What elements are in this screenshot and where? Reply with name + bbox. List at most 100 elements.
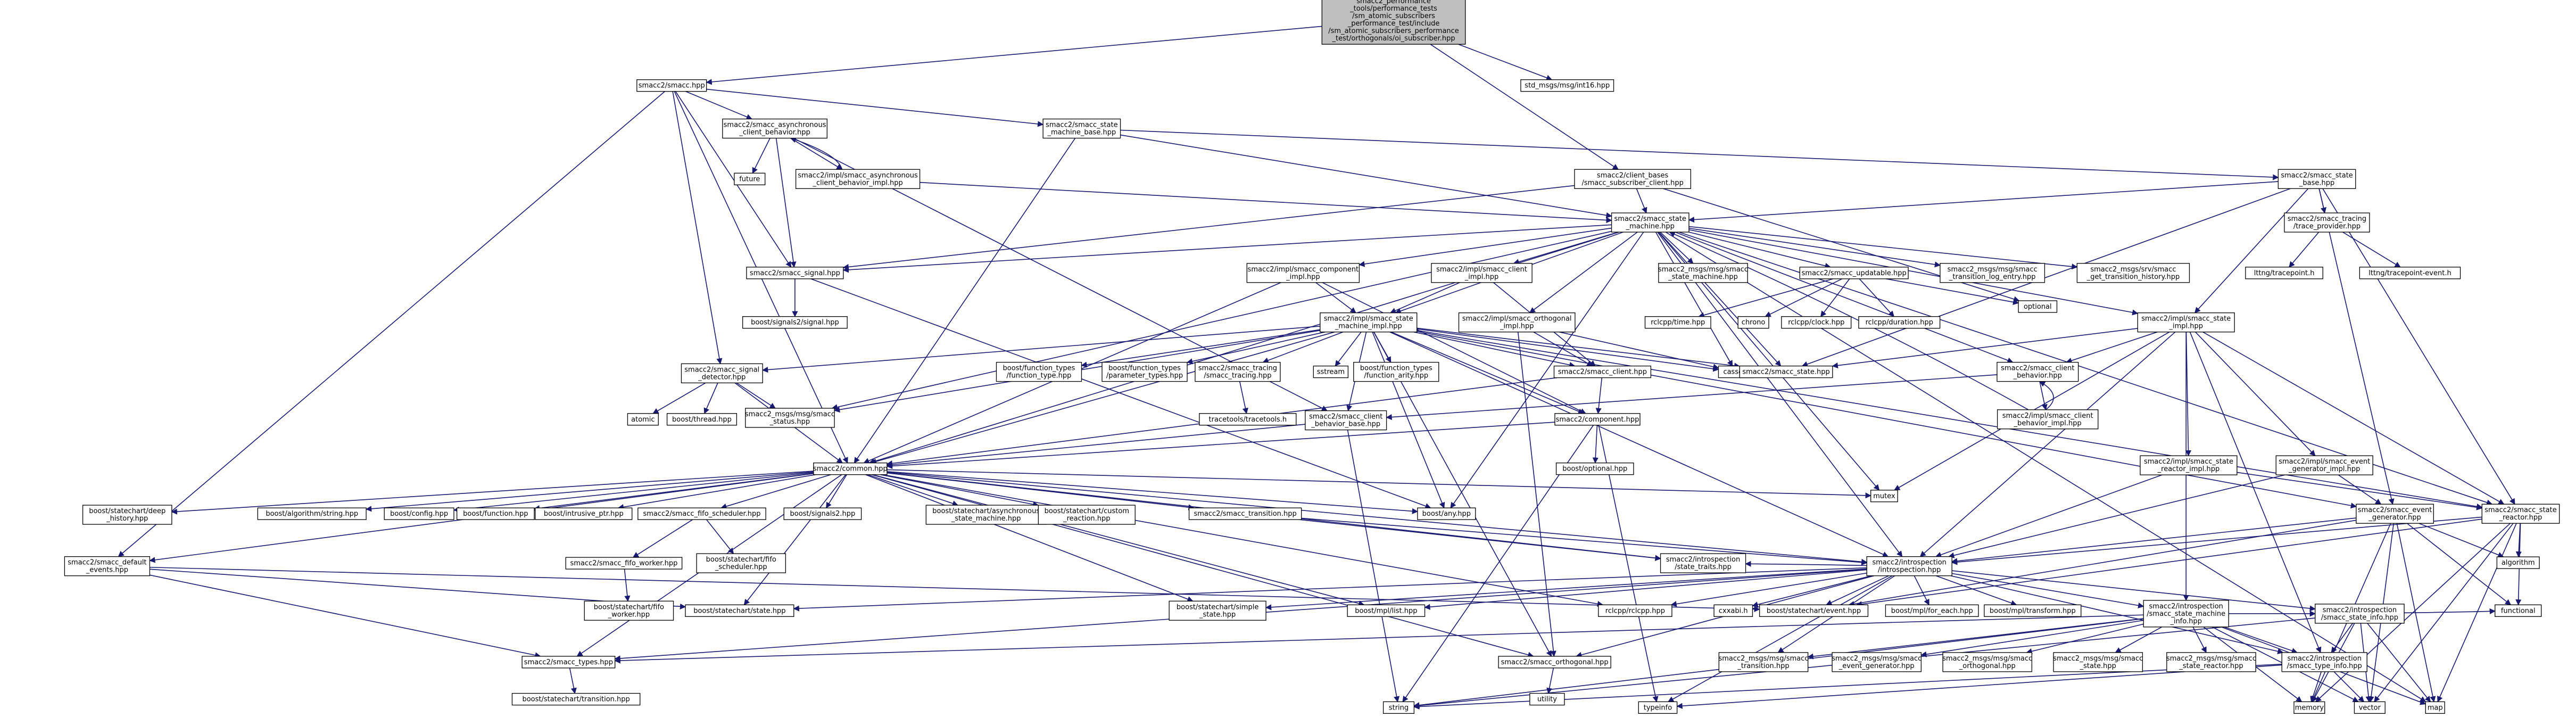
graph-node-cb-sub-client[interactable]: smacc2/client_bases/smacc_subscriber_cli…	[1574, 169, 1692, 189]
graph-node-default-events[interactable]: smacc2/smacc_default_events.hpp	[64, 556, 151, 576]
graph-node-ft-param[interactable]: boost/function_types/parameter_types.hpp	[1101, 361, 1188, 382]
graph-node-component-hpp[interactable]: smacc2/component.hpp	[1554, 413, 1641, 426]
graph-node-type-info[interactable]: smacc2/introspection/smacc_type_info.hpp	[2281, 652, 2367, 672]
graph-node-mpl-transform[interactable]: boost/mpl/transform.hpp	[1984, 604, 2082, 617]
graph-node-mutex[interactable]: mutex	[1870, 490, 1898, 502]
graph-node-signal-hpp[interactable]: smacc2/smacc_signal.hpp	[746, 267, 844, 279]
graph-node-tracing-provider[interactable]: smacc2/smacc_tracing/trace_provider.hpp	[2284, 212, 2370, 233]
graph-node-map[interactable]: map	[2425, 701, 2445, 714]
graph-node-fifo-worker[interactable]: smacc2/smacc_fifo_worker.hpp	[565, 557, 683, 570]
graph-node-state-base[interactable]: smacc2/smacc_state_base.hpp	[2277, 169, 2356, 189]
graph-node-rclcpp-time[interactable]: rclcpp/time.hpp	[1644, 316, 1711, 329]
node-box	[2359, 267, 2461, 279]
graph-node-smacc-hpp[interactable]: smacc2/smacc.hpp	[636, 79, 707, 92]
graph-node-client-behavior[interactable]: smacc2/smacc_client_behavior.hpp	[1997, 361, 2079, 382]
graph-node-rclcpp[interactable]: rclcpp/rclcpp.hpp	[1598, 604, 1672, 617]
node-label: functional	[2501, 607, 2536, 615]
graph-node-state-traits[interactable]: smacc2/introspection/state_traits.hpp	[1660, 553, 1746, 573]
graph-node-common-hpp[interactable]: smacc2/common.hpp	[813, 463, 888, 475]
graph-node-msg-orth[interactable]: smacc2_msgs/msg/smacc_orthogonal.hpp	[1942, 652, 2032, 672]
graph-node-introspection[interactable]: smacc2/introspection/introspection.hpp	[1866, 556, 1952, 576]
graph-node-sm-impl[interactable]: smacc2/impl/smacc_state_machine_impl.hpp	[1320, 312, 1418, 333]
graph-node-boost-optional[interactable]: boost/optional.hpp	[1555, 463, 1634, 475]
graph-node-smacc-tracing[interactable]: smacc2/smacc_tracing/smacc_tracing.hpp	[1195, 361, 1281, 382]
graph-node-state-reactor[interactable]: smacc2/smacc_state_reactor.hpp	[2481, 504, 2560, 524]
graph-node-sc-event[interactable]: boost/statechart/event.hpp	[1759, 604, 1869, 617]
graph-node-msg-status[interactable]: smacc2_msgs/msg/smacc_status.hpp	[745, 408, 835, 428]
graph-node-sc-transition[interactable]: boost/statechart/transition.hpp	[511, 693, 641, 706]
graph-node-fifo-worker-sc[interactable]: boost/statechart/fifo_worker.hpp	[584, 600, 674, 621]
edge-cb-base-to-common-hpp	[886, 424, 1305, 468]
graph-node-state-machine[interactable]: smacc2/smacc_state_machine.hpp	[1611, 212, 1689, 233]
graph-node-orth-impl[interactable]: smacc2/impl/smacc_orthogonal_impl.hpp	[1458, 312, 1576, 333]
graph-node-simple-state[interactable]: boost/statechart/simple_state.hpp	[1169, 600, 1266, 621]
graph-node-vector[interactable]: vector	[2354, 701, 2386, 714]
graph-node-rclcpp-clock[interactable]: rclcpp/clock.hpp	[1781, 316, 1852, 329]
graph-node-msg-reactor[interactable]: smacc2_msgs/msg/smacc_state_reactor.hpp	[2166, 652, 2256, 672]
graph-node-srv-hist[interactable]: smacc2_msgs/srv/smacc_get_transition_his…	[2076, 263, 2190, 283]
graph-node-comp-impl[interactable]: smacc2/impl/smacc_component_impl.hpp	[1246, 263, 1360, 283]
graph-node-algorithm[interactable]: algorithm	[2496, 556, 2540, 569]
graph-node-async-cb-impl[interactable]: smacc2/impl/smacc_asynchronous_client_be…	[795, 169, 921, 189]
graph-node-smacc-types[interactable]: smacc2/smacc_types.hpp	[521, 656, 616, 669]
graph-node-state-impl[interactable]: smacc2/impl/smacc_state_impl.hpp	[2137, 312, 2235, 333]
graph-node-reactor-impl[interactable]: smacc2/impl/smacc_state_reactor_impl.hpp	[2140, 455, 2238, 475]
graph-node-boost-config[interactable]: boost/config.hpp	[384, 507, 454, 520]
graph-node-memory[interactable]: memory	[2293, 701, 2325, 714]
graph-node-custom-reaction[interactable]: boost/statechart/custom_reaction.hpp	[1038, 505, 1136, 525]
graph-node-string[interactable]: string	[1382, 701, 1415, 714]
graph-node-boost-signal[interactable]: boost/signals2/signal.hpp	[742, 316, 848, 329]
graph-node-mpl-for-each[interactable]: boost/mpl/for_each.hpp	[1885, 604, 1979, 617]
graph-node-lttng-tpe[interactable]: lttng/tracepoint-event.h	[2359, 267, 2461, 279]
graph-node-utility[interactable]: utility	[1529, 693, 1565, 706]
graph-node-ft-type[interactable]: boost/function_types/function_type.hpp	[996, 361, 1082, 382]
graph-node-intrusive-ptr[interactable]: boost/intrusive_ptr.hpp	[535, 507, 633, 520]
graph-node-fifo-sched[interactable]: smacc2/smacc_fifo_scheduler.hpp	[637, 507, 766, 520]
graph-node-async-cb[interactable]: smacc2/smacc_asynchronous_client_behavio…	[722, 118, 827, 139]
graph-node-chrono[interactable]: chrono	[1737, 316, 1769, 329]
graph-node-cb-base[interactable]: smacc2/smacc_client_behavior_base.hpp	[1305, 410, 1387, 431]
graph-node-future[interactable]: future	[734, 172, 766, 185]
edge-state-impl-to-reactor-impl	[2185, 332, 2192, 457]
graph-node-atomic[interactable]: atomic	[627, 413, 659, 426]
graph-node-state-hpp[interactable]: smacc2/smacc_state.hpp	[1739, 365, 1833, 378]
graph-node-algo-string[interactable]: boost/algorithm/string.hpp	[257, 507, 367, 520]
graph-node-boost-function[interactable]: boost/function.hpp	[456, 507, 535, 520]
graph-node-boost-any[interactable]: boost/any.hpp	[1417, 507, 1476, 520]
graph-node-evgen-impl[interactable]: smacc2/impl/smacc_event_generator_impl.h…	[2275, 455, 2373, 475]
graph-node-tracetools[interactable]: tracetools/tracetools.h	[1199, 413, 1297, 426]
graph-node-event-generator[interactable]: smacc2/smacc_event_generator.hpp	[2356, 504, 2434, 524]
graph-node-async-sm[interactable]: boost/statechart/asynchronous_state_mach…	[925, 505, 1047, 525]
graph-node-updatable[interactable]: smacc2/smacc_updatable.hpp	[1799, 267, 1909, 279]
graph-node-functional[interactable]: functional	[2495, 604, 2542, 617]
graph-node-client-impl[interactable]: smacc2/impl/smacc_client_impl.hpp	[1431, 263, 1533, 283]
graph-node-int16[interactable]: std_msgs/msg/int16.hpp	[1520, 79, 1614, 92]
graph-node-typeinfo[interactable]: typeinfo	[1638, 701, 1678, 714]
graph-node-msg-tlog[interactable]: smacc2_msgs/msg/smacc_transition_log_ent…	[1940, 263, 2045, 283]
graph-node-msg-sm[interactable]: smacc2_msgs/msg/smacc_state_machine.hpp	[1658, 263, 1748, 283]
graph-node-sstream[interactable]: sstream	[1313, 365, 1349, 378]
graph-node-mpl-list[interactable]: boost/mpl/list.hpp	[1347, 604, 1426, 617]
graph-node-client-hpp[interactable]: smacc2/smacc_client.hpp	[1553, 365, 1652, 378]
graph-node-sc-state[interactable]: boost/statechart/state.hpp	[685, 604, 794, 617]
graph-node-cb-impl[interactable]: smacc2/impl/smacc_client_behavior_impl.h…	[1997, 409, 2099, 430]
graph-node-cxxabi[interactable]: cxxabi.h	[1713, 604, 1753, 617]
graph-node-rclcpp-duration[interactable]: rclcpp/duration.hpp	[1858, 316, 1941, 329]
graph-node-lttng-tp[interactable]: lttng/tracepoint.h	[2245, 267, 2323, 279]
graph-node-fifo-scheduler-sc[interactable]: boost/statechart/fifo_scheduler.hpp	[696, 553, 786, 573]
graph-node-sm-base[interactable]: smacc2/smacc_state_machine_base.hpp	[1042, 118, 1121, 139]
graph-node-state-info[interactable]: smacc2/introspection/smacc_state_info.hp…	[2315, 604, 2405, 624]
graph-node-root[interactable]: smacc2_performance_tools/performance_tes…	[1321, 0, 1466, 45]
graph-node-orthogonal-hpp[interactable]: smacc2/smacc_orthogonal.hpp	[1498, 656, 1611, 669]
graph-node-optional[interactable]: optional	[2018, 300, 2058, 313]
graph-node-signal-detector[interactable]: smacc2/smacc_signal_detector.hpp	[681, 363, 763, 384]
graph-node-msg-transition[interactable]: smacc2_msgs/msg/smacc_transition.hpp	[1718, 652, 1809, 672]
graph-node-transition-hpp[interactable]: smacc2/smacc_transition.hpp	[1188, 507, 1302, 520]
graph-node-msg-state[interactable]: smacc2_msgs/msg/smacc_state.hpp	[2053, 652, 2143, 672]
graph-node-signals2[interactable]: boost/signals2.hpp	[783, 507, 862, 520]
graph-node-ft-arity[interactable]: boost/function_types/function_arity.hpp	[1353, 361, 1439, 382]
graph-node-deep-history[interactable]: boost/statechart/deep_history.hpp	[82, 505, 172, 525]
graph-node-sm-info[interactable]: smacc2/introspection/smacc_state_machine…	[2143, 600, 2229, 628]
graph-node-boost-thread[interactable]: boost/thread.hpp	[666, 413, 738, 426]
graph-node-msg-evgen[interactable]: smacc2_msgs/msg/smacc_event_generator.hp…	[1832, 652, 1921, 672]
